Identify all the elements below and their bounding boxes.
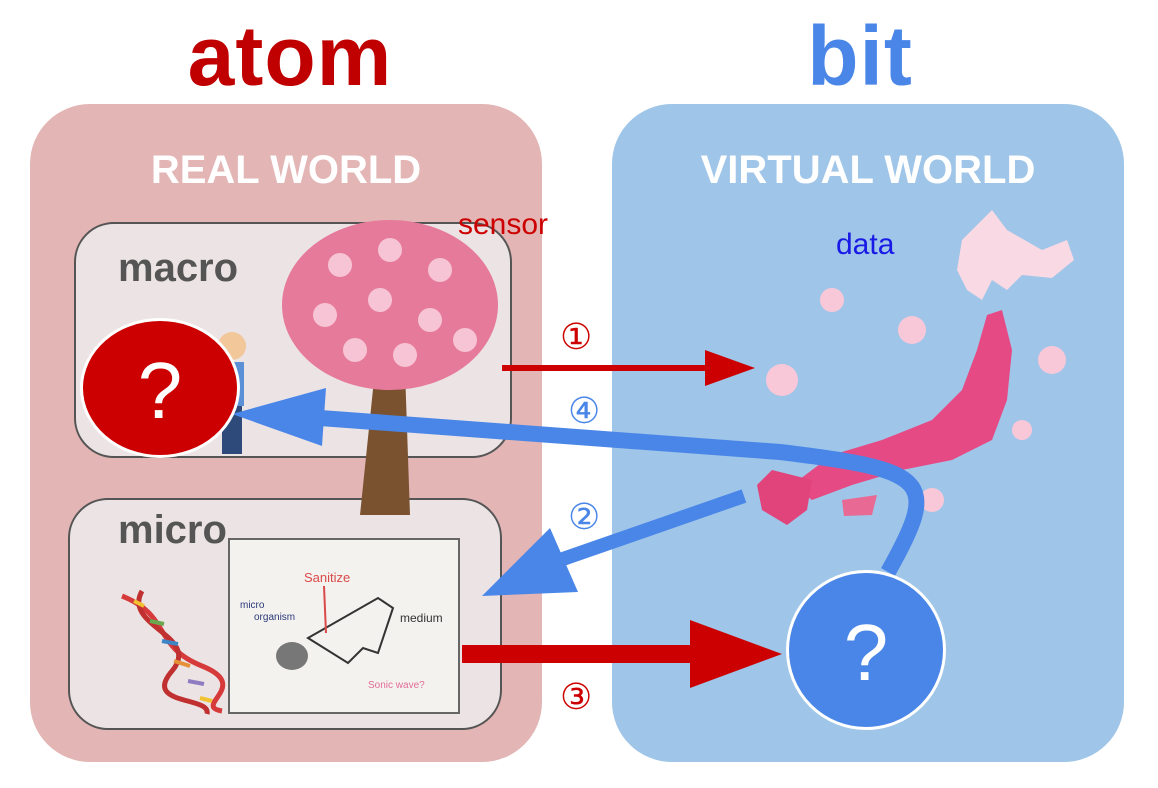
- sketch-medium-text: medium: [400, 611, 443, 625]
- tree-blossoms: [313, 238, 477, 367]
- real-world-label: REAL WORLD: [150, 148, 422, 192]
- sketch-organism-text: organism: [254, 612, 295, 623]
- dna-rungs: [133, 599, 213, 703]
- macro-question-circle: ?: [80, 318, 240, 458]
- sketch-micro-text: micro: [240, 600, 265, 611]
- dna-strand-b: [136, 589, 210, 715]
- arrow-3-head: [690, 620, 782, 688]
- virtual-world-label: VIRTUAL WORLD: [700, 148, 1036, 192]
- atom-title: atom: [187, 9, 393, 103]
- honshu-shape: [792, 310, 1012, 500]
- sketch-sanitize-text: Sanitize: [304, 570, 350, 585]
- kyushu-shape: [757, 470, 812, 525]
- japan-map-illustration: [757, 210, 1074, 525]
- step-2-label: ②: [568, 496, 601, 537]
- sketch-photo: [228, 538, 460, 714]
- virtual-question-circle: ?: [786, 570, 946, 730]
- dna-illustration: [121, 589, 226, 715]
- arrow-4-head: [232, 388, 326, 446]
- sketch-medium-shape: [306, 596, 395, 665]
- step-3-label: ③: [560, 676, 593, 717]
- sketch-arrow: [323, 585, 327, 634]
- sensor-label: sensor: [458, 208, 549, 241]
- data-label: data: [836, 228, 895, 261]
- bit-title: bit: [807, 9, 913, 103]
- shikoku-shape: [842, 495, 877, 516]
- dna-strand-a: [121, 593, 226, 714]
- sketch-organism-blob: [276, 642, 308, 670]
- sketch-sonic-text: Sonic wave?: [368, 680, 425, 691]
- arrow-2-head: [482, 528, 578, 596]
- micro-label: micro: [118, 508, 227, 552]
- arrow-1-head: [705, 350, 755, 386]
- step-1-label: ①: [560, 316, 593, 357]
- cherry-tree-illustration: [282, 220, 498, 515]
- step-4-label: ④: [568, 390, 601, 431]
- sakura-petals: [766, 288, 1066, 512]
- arrow-4: [319, 410, 925, 576]
- tree-trunk: [360, 370, 410, 515]
- sketch-drawing: Sanitize micro organism medium Sonic wav…: [240, 570, 443, 691]
- hokkaido-shape: [957, 210, 1074, 300]
- macro-label: macro: [118, 246, 239, 290]
- arrow-2: [557, 489, 747, 567]
